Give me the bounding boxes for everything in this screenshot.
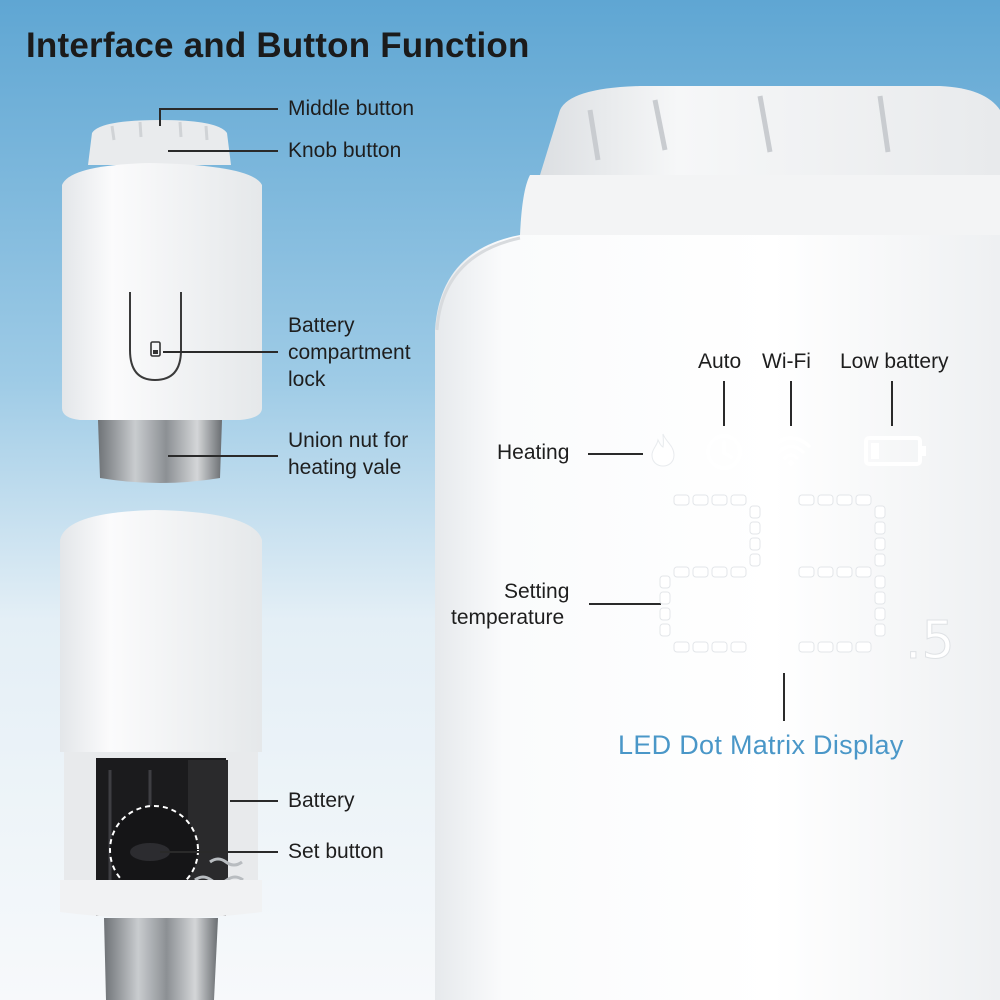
label-setting-temp-line1: Setting (504, 580, 570, 603)
led-temperature-display: .5 (659, 494, 955, 672)
led-decimal: .5 (905, 611, 955, 671)
label-auto: Auto (698, 350, 742, 373)
label-battery-lock-line3: lock (288, 368, 326, 391)
label-battery-lock-line2: compartment (288, 341, 411, 364)
middle-button-leader-tick (159, 108, 161, 126)
page-title: Interface and Button Function (26, 26, 530, 65)
wifi-leader (790, 381, 792, 426)
middle-button-leader (160, 108, 278, 110)
battery-indicator-leader (891, 381, 893, 426)
led-digit-3 (798, 494, 886, 653)
label-setting-temp-line2: temperature (451, 606, 565, 629)
auto-leader (723, 381, 725, 426)
setting-temp-leader (589, 603, 661, 605)
label-low-battery: Low battery (840, 350, 949, 373)
battery-leader (230, 800, 278, 802)
label-battery-lock-line1: Battery (288, 314, 355, 337)
label-union-nut-line1: Union nut for (288, 429, 409, 452)
flame-icon (651, 433, 675, 467)
led-digit-2 (659, 494, 761, 653)
label-set-button: Set button (288, 840, 384, 863)
battery-lock-leader (163, 351, 278, 353)
clock-icon (706, 434, 742, 470)
label-union-nut-line2: heating vale (288, 456, 402, 479)
label-heating: Heating (497, 441, 570, 464)
led-display-caption: LED Dot Matrix Display (618, 730, 904, 760)
knob-button-leader (168, 150, 278, 152)
label-knob-button: Knob button (288, 139, 402, 162)
wifi-icon (771, 436, 811, 466)
label-middle-button: Middle button (288, 97, 415, 120)
union-nut-leader (168, 455, 278, 457)
battery-icon (864, 436, 926, 466)
heating-leader (588, 453, 643, 455)
label-wifi: Wi-Fi (762, 350, 811, 373)
label-battery: Battery (288, 789, 355, 812)
set-button-leader (160, 851, 278, 853)
led-display-leader (783, 673, 785, 721)
